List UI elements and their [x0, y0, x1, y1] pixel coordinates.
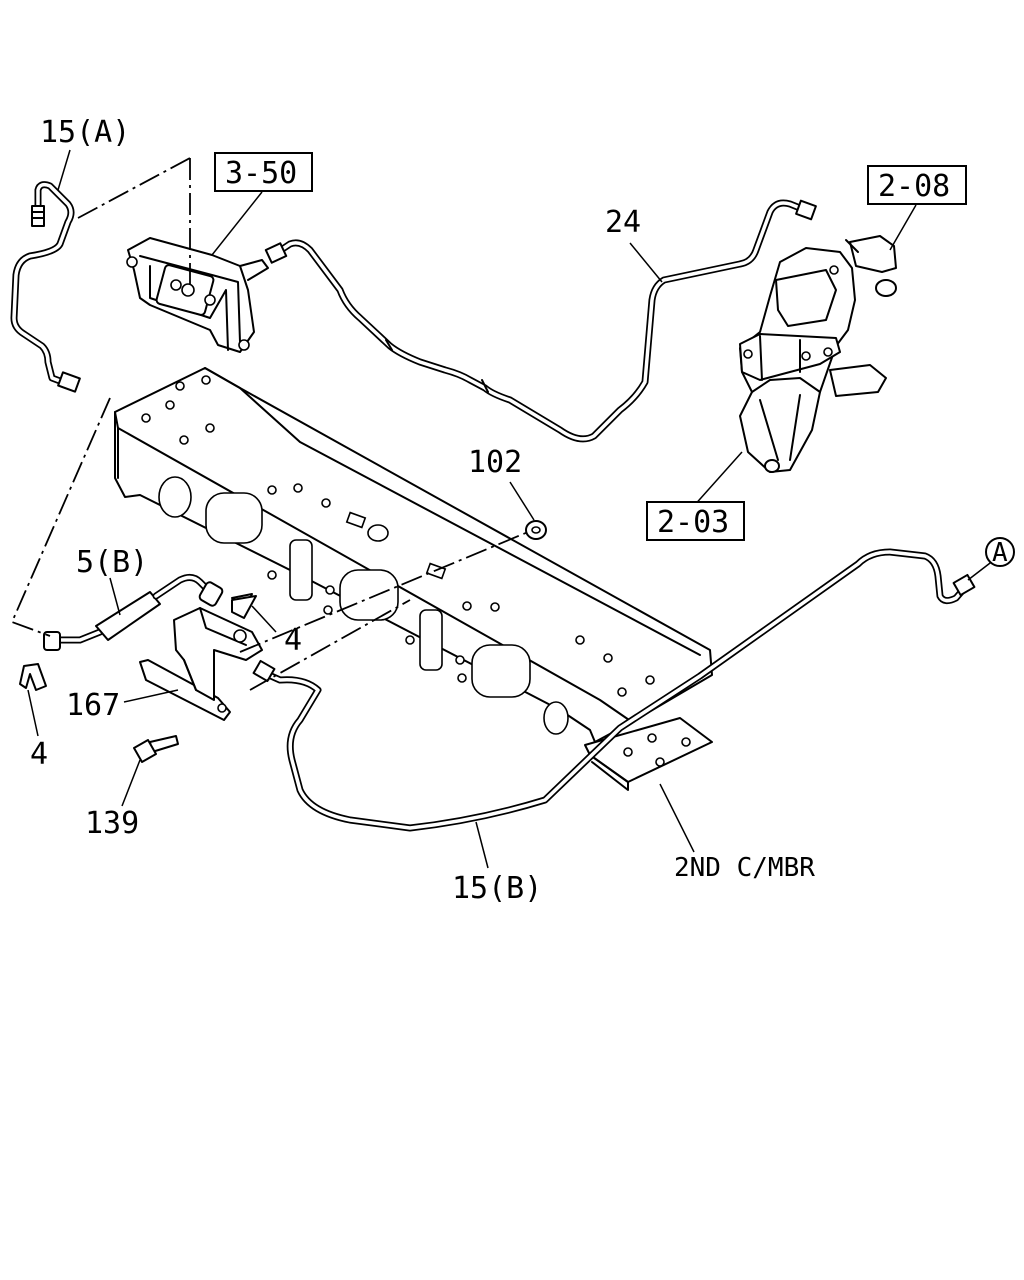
label-ref-3-50: 3-50: [225, 156, 297, 191]
crossmember-openings: [158, 476, 569, 735]
assembly-guide-lines: [10, 157, 529, 691]
nut-102: [525, 520, 547, 540]
leader-lines: [27, 149, 995, 869]
crossmember-bolt-holes: [141, 375, 691, 767]
ref-box-3-50: [214, 152, 313, 192]
brake-pipe-15a: [10, 181, 81, 393]
connector-a-circle: [985, 537, 1015, 567]
brake-pedal-assembly: [739, 235, 897, 473]
brake-hose-5b: [43, 573, 224, 651]
ref-box-2-03: [646, 501, 745, 541]
label-bracket-167: 167: [66, 688, 120, 723]
clip-4-upper: [231, 595, 257, 619]
label-connector-a: A: [992, 538, 1008, 568]
valve-assembly-3-50: [126, 237, 269, 353]
label-nut-102: 102: [468, 445, 522, 480]
label-ref-2-08: 2-08: [878, 169, 950, 204]
bolt-139: [133, 735, 179, 763]
label-clip-4-lower: 4: [30, 737, 48, 772]
label-hose-5b: 5(B): [76, 545, 148, 580]
label-pipe-24: 24: [605, 205, 641, 240]
label-pipe-15a: 15(A): [40, 115, 130, 150]
brake-pipe-24: [264, 199, 817, 443]
second-crossmember: [114, 367, 713, 791]
label-bolt-139: 139: [85, 806, 139, 841]
label-crossmember: 2ND C/MBR: [674, 853, 815, 883]
label-ref-2-03: 2-03: [657, 505, 729, 540]
label-pipe-15b: 15(B): [452, 871, 542, 906]
brake-pipe-15b: [252, 548, 976, 832]
clip-4-lower: [19, 663, 47, 691]
label-clip-4-upper: 4: [284, 623, 302, 658]
ref-box-2-08: [867, 165, 967, 205]
